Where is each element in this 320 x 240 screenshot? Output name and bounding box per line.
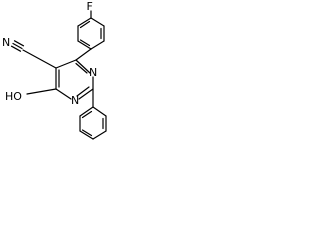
bond-c-cn [22, 49, 57, 69]
bond [90, 17, 105, 27]
bond [92, 106, 107, 117]
pyrimidine-ring [55, 59, 94, 100]
structure-canvas: F N N N HO [0, 0, 128, 154]
bond-triple [10, 45, 22, 52]
bond-triple [13, 40, 25, 47]
bond-double-inner [81, 129, 93, 137]
bond [77, 17, 92, 27]
ring-nitrogen-upper-label: N [89, 66, 97, 79]
bond-aryl-link [75, 48, 92, 61]
bond [92, 130, 107, 140]
bond [79, 130, 94, 140]
bond [90, 40, 105, 50]
fluorine-label: F [87, 0, 93, 13]
molecule-drawing: F N N N HO [2, 0, 107, 140]
ring-nitrogen-lower-label: N [71, 94, 79, 107]
phenyl-ring [79, 106, 107, 140]
bond-double-inner [75, 62, 88, 74]
bond [75, 59, 91, 74]
bond-double-inner [79, 39, 91, 47]
bond-c-oh [26, 88, 57, 95]
bond [78, 88, 94, 100]
nitrile-nitrogen-label: N [2, 36, 10, 49]
bond-double-inner [76, 86, 90, 97]
bond [55, 88, 72, 100]
fluorophenyl-ring [77, 10, 105, 50]
bond-triple [12, 42, 23, 50]
bond-double-inner [81, 110, 93, 119]
bond [79, 106, 94, 117]
bond [77, 40, 92, 50]
nitrile-group [10, 40, 57, 69]
bond-double-inner [79, 20, 91, 29]
bond [55, 59, 77, 69]
hydroxyl-label: HO [5, 90, 22, 103]
